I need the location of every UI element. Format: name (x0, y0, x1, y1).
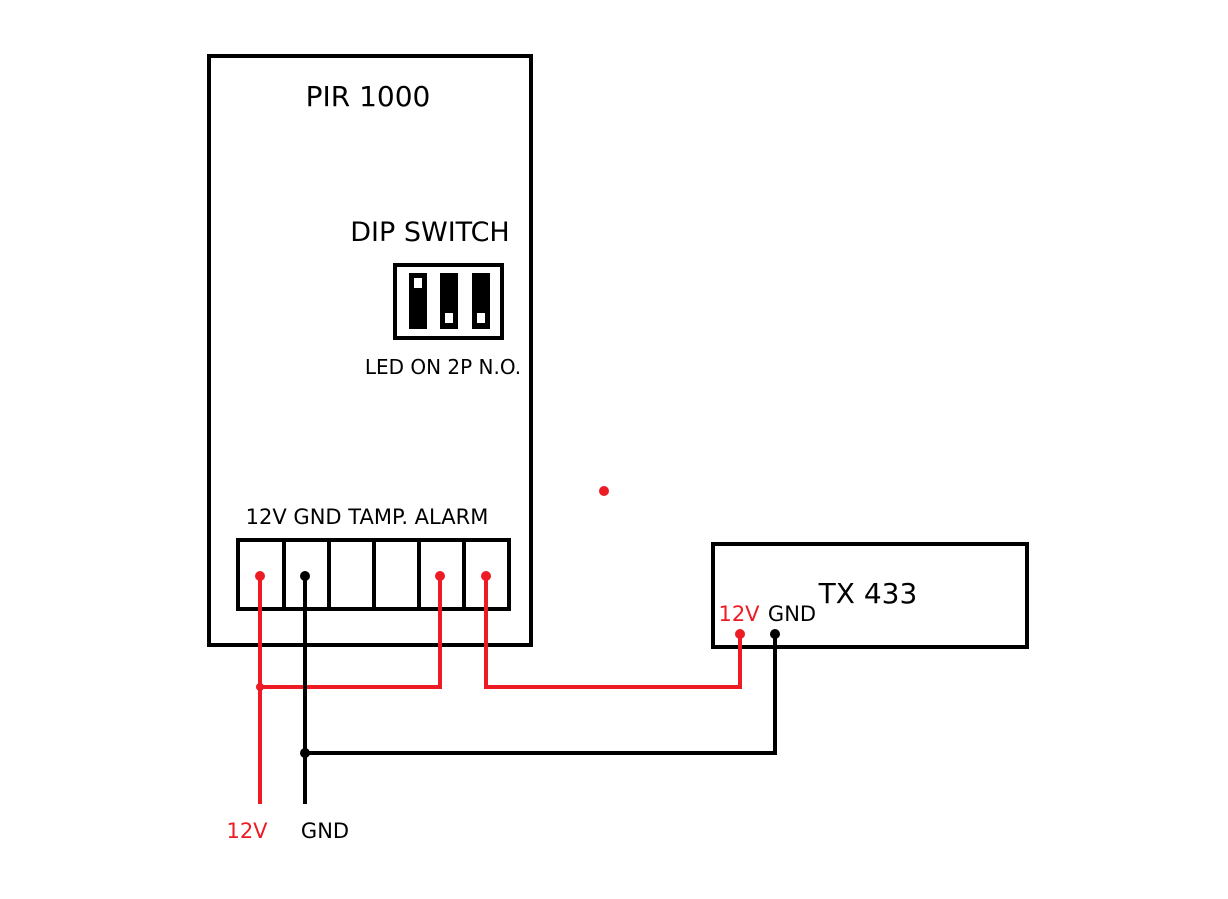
tx-module-box (711, 542, 1029, 649)
pir-module-title: PIR 1000 (306, 80, 431, 113)
tx-module-title: TX 433 (818, 577, 918, 610)
terminal-12v-node (255, 571, 265, 581)
dip-switch-3-knob (477, 313, 485, 323)
tx-gnd-node (770, 629, 780, 639)
terminal-gnd-node (300, 571, 310, 581)
dip-switch-2-knob (445, 313, 453, 323)
dip-switch-caption: LED ON 2P N.O. (365, 355, 521, 379)
dip-switch-2 (440, 273, 458, 329)
dip-switch-label: DIP SWITCH (350, 217, 509, 248)
terminal-label: 12V GND TAMP. ALARM (246, 505, 489, 529)
pir-module-box (207, 54, 533, 647)
dip-switch (393, 263, 504, 340)
junction-12v-node (256, 683, 264, 691)
wire-gnd (303, 576, 777, 804)
terminal-alarm-node (481, 571, 491, 581)
tx-pin-12v-label: 12V (718, 602, 760, 626)
wire-12v-nodes (255, 486, 745, 691)
wire-gnd-to-tx (305, 634, 777, 755)
dip-switch-3 (472, 273, 490, 329)
wire-alarm-to-tx (484, 576, 742, 689)
dip-switch-1 (409, 273, 427, 329)
stray-dot (599, 486, 609, 496)
supply-12v-label: 12V (226, 819, 268, 843)
terminal-block (236, 538, 511, 611)
wire-12v-tamper-bridge (260, 576, 442, 689)
tx-12v-node (735, 629, 745, 639)
junction-gnd-node (300, 748, 310, 758)
dip-switch-1-knob (414, 278, 422, 288)
wire-gnd-nodes (300, 571, 780, 758)
tx-pin-gnd-label: GND (768, 602, 816, 626)
terminal-tamper-node (435, 571, 445, 581)
supply-gnd-label: GND (301, 819, 349, 843)
